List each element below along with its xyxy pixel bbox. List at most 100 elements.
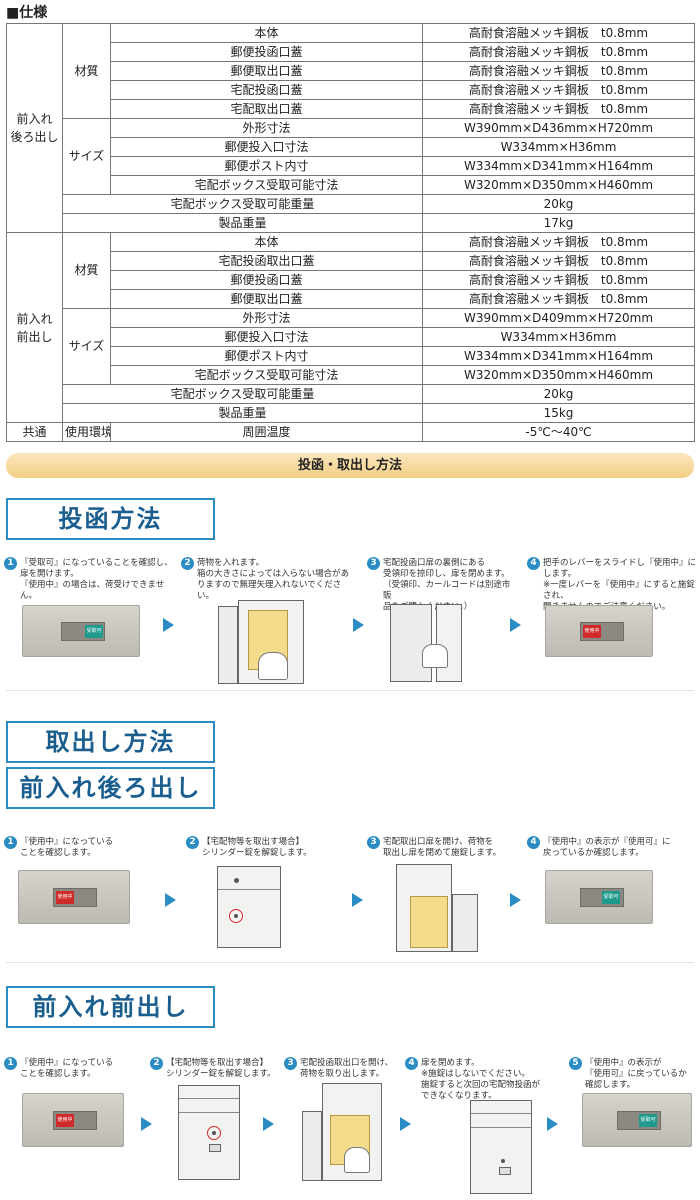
spec-value: 高耐食溶融メッキ鋼板 t0.8mm — [422, 80, 695, 100]
lock-icon — [234, 878, 239, 883]
spec-value: 高耐食溶融メッキ鋼板 t0.8mm — [422, 23, 695, 43]
spec-value: 高耐食溶融メッキ鋼板 t0.8mm — [422, 251, 695, 271]
arrow-icon — [163, 618, 174, 632]
spec-value: 高耐食溶融メッキ鋼板 t0.8mm — [422, 42, 695, 62]
spec-category-label: サイズ — [62, 118, 111, 195]
box-line — [471, 1127, 531, 1128]
divider — [6, 690, 694, 691]
step-number: 1 — [4, 836, 17, 849]
step-number: 1 — [4, 1057, 17, 1070]
mae-mae-step-1: 1 『使用中』になっている ことを確認します。 — [4, 1057, 134, 1087]
step-number: 3 — [284, 1057, 297, 1070]
arrow-icon — [263, 1117, 274, 1131]
status-tag-available: 受取可 — [639, 1114, 657, 1127]
spec-row: 郵便投函口蓋高耐食溶融メッキ鋼板 t0.8mm — [7, 42, 695, 62]
status-panel-image: 使用中 — [545, 605, 653, 657]
cylinder-lock-highlight-icon — [229, 909, 243, 923]
step-text: 『使用中』になっている ことを確認します。 — [20, 837, 114, 858]
spec-category-label: 使用環境 — [62, 422, 111, 442]
step-text: 【宅配物等を取出す場合】 シリンダー錠を解錠します。 — [202, 837, 312, 858]
spec-value: W320mm×D350mm×H460mm — [422, 175, 695, 195]
arrow-icon — [165, 893, 176, 907]
section-title-toukan: 投函方法 — [6, 498, 215, 540]
mae-mae-step-5: 5 『使用中』の表示が 『使用可』に戻っているか 確認します。 — [569, 1057, 694, 1097]
step-number: 4 — [527, 557, 540, 570]
cylinder-lock-icon — [212, 1131, 216, 1135]
step-number: 2 — [181, 557, 194, 570]
step-number: 4 — [405, 1057, 418, 1070]
status-panel-image: 受取可 — [22, 605, 140, 657]
spec-value: 20kg — [422, 384, 695, 404]
spec-value: W334mm×D341mm×H164mm — [422, 346, 695, 366]
mae-mae-step-3: 3 宅配投函取出口を開け、 荷物を取り出します。 — [284, 1057, 404, 1087]
box-image-insert — [218, 600, 304, 684]
spec-item: 郵便投入口寸法 — [110, 137, 423, 157]
step-text: 宅配投函取出口を開け、 荷物を取り出します。 — [300, 1058, 394, 1079]
step-number: 3 — [367, 836, 380, 849]
method-band: 投函・取出し方法 — [6, 453, 694, 478]
hand — [422, 644, 448, 668]
box-line — [179, 1098, 239, 1099]
box-open-front-image — [302, 1083, 384, 1183]
spec-row: 郵便取出口蓋高耐食溶融メッキ鋼板 t0.8mm — [7, 289, 695, 309]
spec-group-label: 共通 — [6, 422, 63, 442]
spec-item: 郵便投函口蓋 — [110, 270, 423, 290]
spec-category-label: 材質 — [62, 23, 111, 119]
spec-item: 郵便投函口蓋 — [110, 42, 423, 62]
step-text: 『受取可』になっていることを確認し、 扉を開けます。 『使用中』の場合は、荷受け… — [20, 558, 173, 601]
spec-value: 17kg — [422, 213, 695, 233]
mae-ushiro-step-3: 3 宅配取出口扉を開け、荷物を 取出し扉を閉めて施錠します。 — [367, 836, 517, 866]
status-tag-in-use: 使用中 — [56, 891, 74, 904]
spec-value: 高耐食溶融メッキ鋼板 t0.8mm — [422, 232, 695, 252]
arrow-icon — [141, 1117, 152, 1131]
step-text: 扉を閉めます。 ※施錠はしないでください。 施錠すると次回の宅配物投函が できな… — [421, 1058, 541, 1101]
cylinder-lock-highlight-icon — [207, 1126, 221, 1140]
box-closed-image — [470, 1100, 532, 1194]
mae-ushiro-step-2: 2 【宅配物等を取出す場合】 シリンダー錠を解錠します。 — [186, 836, 336, 866]
box-line — [218, 889, 280, 890]
package — [410, 896, 448, 948]
spec-value: W390mm×D409mm×H720mm — [422, 308, 695, 328]
spec-value: W334mm×H36mm — [422, 327, 695, 347]
step-text: 荷物を入れます。 箱の大きさによっては入らない場合があ りますので無理矢理入れな… — [197, 558, 350, 601]
spec-category-label: 材質 — [62, 232, 111, 309]
spec-row: 宅配投函取出口蓋高耐食溶融メッキ鋼板 t0.8mm — [7, 251, 695, 271]
spec-item: 郵便ポスト内寸 — [110, 156, 423, 176]
box-line — [179, 1112, 239, 1113]
box-front-image — [217, 866, 281, 948]
open-door — [218, 606, 238, 684]
status-tag-available: 受取可 — [85, 625, 103, 638]
open-door — [452, 894, 478, 952]
status-panel-image: 使用中 — [22, 1093, 124, 1147]
box-open-back-image — [392, 864, 482, 954]
arrow-icon — [510, 893, 521, 907]
step-text: 『使用中』の表示が 『使用可』に戻っているか 確認します。 — [585, 1058, 687, 1090]
divider — [6, 962, 694, 963]
spec-item: 宅配ボックス受取可能寸法 — [110, 365, 423, 385]
status-panel-image: 使用中 — [18, 870, 130, 924]
toukan-step-4: 4 把手のレバーをスライドし『使用中』にします。 ※一度レバーを『使用中』にする… — [527, 557, 697, 612]
spec-item: 宅配投函口蓋 — [110, 80, 423, 100]
step-number: 1 — [4, 557, 17, 570]
mae-ushiro-step-1: 1 『使用中』になっている ことを確認します。 — [4, 836, 144, 866]
spec-group-label: 前入れ 前出し — [6, 232, 63, 423]
spec-item: 製品重量 — [62, 213, 423, 233]
spec-value: W320mm×D350mm×H460mm — [422, 365, 695, 385]
mae-mae-step-4: 4 扉を閉めます。 ※施錠はしないでください。 施錠すると次回の宅配物投函が で… — [405, 1057, 555, 1107]
section-title-mae-mae: 前入れ前出し — [6, 986, 215, 1028]
lock-plate — [499, 1167, 511, 1175]
spec-item: 宅配投函取出口蓋 — [110, 251, 423, 271]
step-text: 宅配取出口扉を開け、荷物を 取出し扉を閉めて施錠します。 — [383, 837, 502, 858]
arrow-icon — [400, 1117, 411, 1131]
